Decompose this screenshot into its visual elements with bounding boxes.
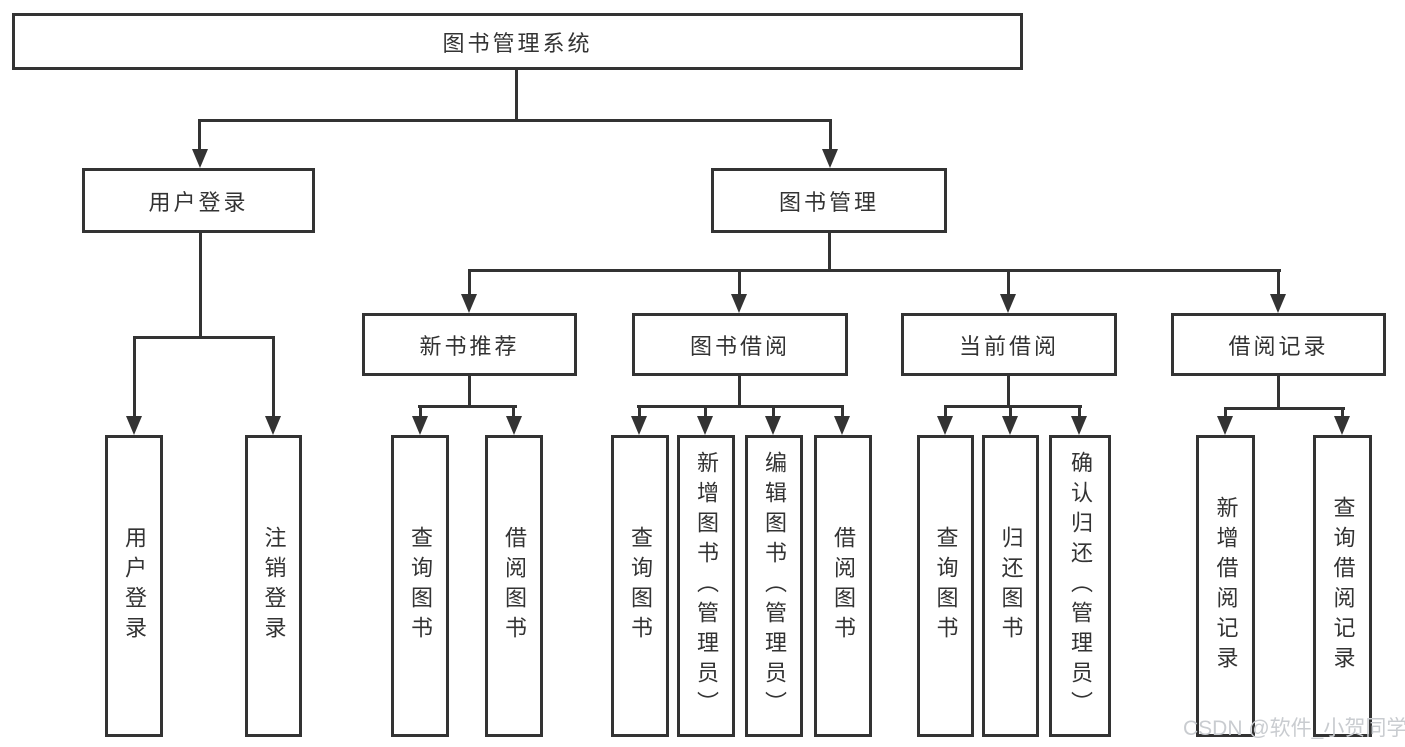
node-user-login-label: 用户登录 <box>148 189 249 215</box>
leaf-label: 借阅图书 <box>502 526 527 646</box>
node-book-mgmt: 图书管理 <box>711 168 947 233</box>
node-book-borrow-label: 图书借阅 <box>689 333 790 359</box>
leaf-label: 查询借阅记录 <box>1330 496 1356 676</box>
connector-book-stub-2 <box>1007 269 1010 297</box>
connector-g3-stub-1 <box>1341 407 1344 418</box>
connector-user-vline <box>199 232 202 338</box>
arrow-down-icon <box>126 416 142 435</box>
arrow-down-icon <box>265 416 281 435</box>
leaf-query-books-rec: 查询图书 <box>391 435 449 737</box>
arrow-down-icon <box>1000 294 1016 313</box>
leaf-label: 确认归还（管理员） <box>1068 451 1093 721</box>
node-new-book-rec-label: 新书推荐 <box>419 333 520 359</box>
connector-book-hline <box>468 269 1281 272</box>
connector-book-vline <box>828 232 831 272</box>
leaf-label: 借阅图书 <box>831 526 856 646</box>
arrow-down-icon <box>937 416 953 435</box>
leaf-add-books-admin: 新增图书（管理员） <box>677 435 735 737</box>
leaf-label: 用户登录 <box>122 526 147 646</box>
leaf-query-books-current: 查询图书 <box>917 435 974 737</box>
arrow-down-icon <box>822 149 838 168</box>
leaf-user-login: 用户登录 <box>105 435 163 737</box>
connector-root-stub-left <box>198 119 201 152</box>
leaf-return-books: 归还图书 <box>982 435 1039 737</box>
connector-root-hline <box>198 119 832 122</box>
node-root-label: 图书管理系统 <box>442 30 593 56</box>
leaf-label: 查询图书 <box>408 526 433 646</box>
leaf-query-books-borrow: 查询图书 <box>611 435 669 737</box>
node-current-borrow: 当前借阅 <box>901 313 1117 376</box>
leaf-label: 新增图书（管理员） <box>694 451 719 721</box>
connector-user-stub-0 <box>133 336 136 418</box>
leaf-label: 归还图书 <box>998 526 1024 646</box>
leaf-label: 注销登录 <box>261 526 287 646</box>
connector-g2-stub-1 <box>1009 405 1012 418</box>
arrow-down-icon <box>412 416 428 435</box>
connector-book-stub-3 <box>1277 269 1280 297</box>
connector-g1-stub-3 <box>841 405 844 418</box>
arrow-down-icon <box>1334 416 1350 435</box>
connector-g2-hline <box>944 405 1082 408</box>
leaf-label: 编辑图书（管理员） <box>762 451 787 721</box>
leaf-edit-books-admin: 编辑图书（管理员） <box>745 435 803 737</box>
leaf-label: 新增借阅记录 <box>1213 496 1239 676</box>
connector-g3-stub-0 <box>1224 407 1227 418</box>
leaf-borrow-books-rec: 借阅图书 <box>485 435 543 737</box>
leaf-borrow-books: 借阅图书 <box>814 435 872 737</box>
csdn-watermark: CSDN @软件_小贺同学 <box>1183 717 1405 740</box>
connector-book-stub-0 <box>468 269 471 297</box>
connector-g1-stub-0 <box>638 405 641 418</box>
node-root: 图书管理系统 <box>12 13 1023 70</box>
node-borrow-record-label: 借阅记录 <box>1228 333 1329 359</box>
connector-g2-vline <box>1007 375 1010 408</box>
arrow-down-icon <box>1071 416 1087 435</box>
connector-g2-stub-0 <box>944 405 947 418</box>
connector-g3-vline <box>1277 375 1280 410</box>
arrow-down-icon <box>192 149 208 168</box>
connector-g2-stub-2 <box>1078 405 1081 418</box>
node-book-mgmt-label: 图书管理 <box>778 189 879 215</box>
node-book-borrow: 图书借阅 <box>632 313 848 376</box>
leaf-label: 查询图书 <box>628 526 653 646</box>
connector-g1-stub-1 <box>704 405 707 418</box>
node-borrow-record: 借阅记录 <box>1171 313 1386 376</box>
connector-user-stub-1 <box>272 336 275 418</box>
leaf-label: 查询图书 <box>933 526 959 646</box>
leaf-logout: 注销登录 <box>245 435 302 737</box>
connector-user-hline <box>133 336 275 339</box>
node-user-login: 用户登录 <box>82 168 315 233</box>
leaf-confirm-return-admin: 确认归还（管理员） <box>1049 435 1111 737</box>
connector-g0-vline <box>468 375 471 408</box>
arrow-down-icon <box>731 294 747 313</box>
node-new-book-rec: 新书推荐 <box>362 313 577 376</box>
connector-root-vline <box>515 69 518 121</box>
node-current-borrow-label: 当前借阅 <box>958 333 1059 359</box>
arrow-down-icon <box>631 416 647 435</box>
arrow-down-icon <box>697 416 713 435</box>
connector-root-stub-right <box>829 119 832 152</box>
arrow-down-icon <box>461 294 477 313</box>
connector-g0-stub-1 <box>512 405 515 418</box>
connector-g1-hline <box>637 405 844 408</box>
leaf-add-borrow-record: 新增借阅记录 <box>1196 435 1255 737</box>
connector-g0-stub-0 <box>419 405 422 418</box>
arrow-down-icon <box>834 416 850 435</box>
connector-book-stub-1 <box>738 269 741 297</box>
arrow-down-icon <box>1002 416 1018 435</box>
arrow-down-icon <box>1270 294 1286 313</box>
arrow-down-icon <box>765 416 781 435</box>
connector-g1-vline <box>738 375 741 408</box>
connector-g1-stub-2 <box>772 405 775 418</box>
leaf-query-borrow-record: 查询借阅记录 <box>1313 435 1372 737</box>
connector-g3-hline <box>1224 407 1345 410</box>
connector-g0-hline <box>418 405 517 408</box>
arrow-down-icon <box>1217 416 1233 435</box>
arrow-down-icon <box>506 416 522 435</box>
